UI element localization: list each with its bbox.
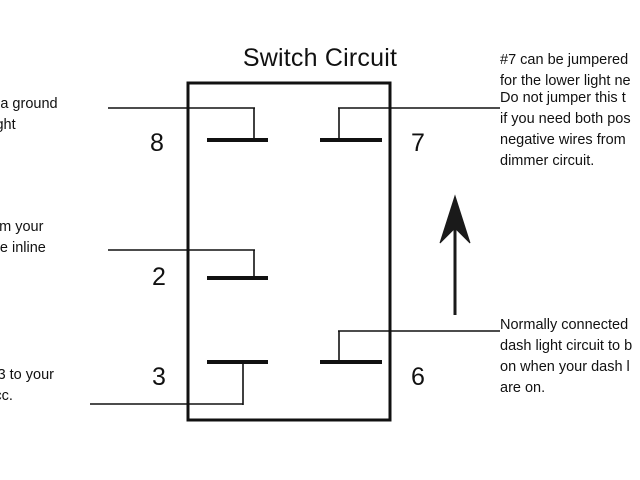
terminal-label-8: 8 — [150, 129, 164, 157]
up-arrow-head — [439, 194, 471, 244]
note-terminal-7-jumper: #7 can be jumpered for the lower light n… — [500, 52, 631, 89]
note-terminal-6-dash: Normally connected dash light circuit to… — [500, 317, 633, 396]
terminal-label-7: 7 — [411, 129, 425, 157]
switch-body-rect — [186, 81, 392, 422]
terminal-label-3: 3 — [152, 363, 166, 391]
page-title: Switch Circuit — [242, 44, 398, 72]
terminal-label-6: 6 — [411, 363, 425, 391]
note-do-not-jumper: Do not jumper this t if you need both po… — [500, 90, 631, 169]
terminal-label-2: 2 — [152, 263, 166, 291]
note-terminal-2: t#2 from your with the inline — [0, 219, 46, 256]
note-terminal-8: t #8 to a ground pper light — [0, 96, 58, 133]
note-terminal-3: nnect #3 to your ay or acc. — [0, 367, 54, 404]
